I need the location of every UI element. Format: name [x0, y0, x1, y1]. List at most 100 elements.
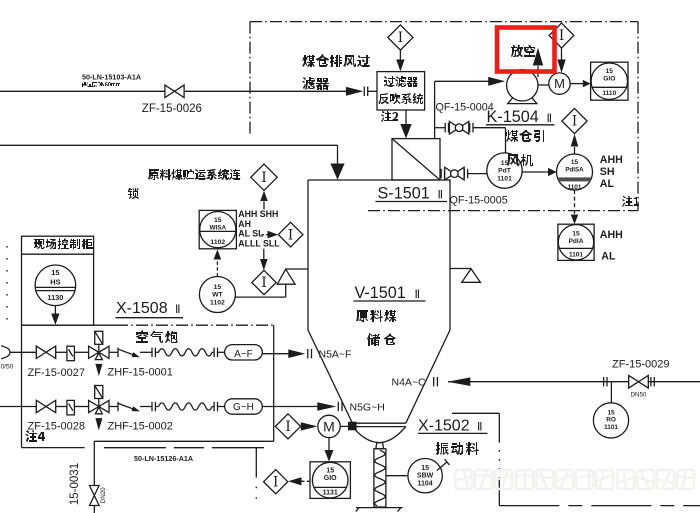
- backblow-unit-box: [376, 70, 426, 111]
- inst-wisa1102-text1: WISA: [209, 224, 226, 231]
- feeder-motor-circle: [317, 414, 341, 439]
- inst-gio1131-text0: 15: [326, 467, 334, 474]
- filter-s1501-diagonal: [391, 138, 441, 181]
- loadcell-left-symbol: [276, 267, 297, 285]
- inst-ro1101-text2: 1101: [604, 424, 618, 431]
- pdisa-alarm-2: AL: [600, 178, 615, 190]
- zf0029-size-label: DN50: [631, 391, 647, 398]
- cannon1-group-label: A~F: [234, 349, 253, 360]
- n4ac-arrow: [447, 377, 471, 386]
- gio1131-interlock-arrow: [288, 477, 302, 486]
- fan-name-2: [507, 154, 533, 166]
- cannon1-isolation-valve-symbol: [35, 344, 57, 360]
- inst-ro1101-text0: 15: [607, 410, 615, 417]
- feeder-motor-label: M: [323, 418, 335, 434]
- vent-arrow: [532, 47, 544, 66]
- interlock-diamond-gio1131-label: I: [273, 474, 278, 490]
- n5af-arrow: [288, 349, 306, 358]
- pdisa-alarm-0: AHH: [600, 154, 623, 166]
- conveyor-interlock-text-1: [148, 169, 241, 180]
- feeder-screw-spiral: [373, 449, 386, 507]
- wisa-interlock-top-arrow: [260, 190, 268, 201]
- inst-hs1130-text1: HS: [50, 277, 60, 286]
- inlet-line-spec: [82, 82, 120, 87]
- feeder-interlock-arrow: [300, 422, 318, 431]
- zf0028-label: ZF-15-0028: [28, 420, 85, 432]
- drain-size-label: DN20: [100, 487, 107, 503]
- n5af-label: N5A~F: [319, 349, 352, 361]
- pdia-alarm-1: AL: [601, 250, 616, 262]
- inst-ro1101-bubble: [592, 402, 630, 439]
- inlet-line-number: 50-LN-15103-A1A: [82, 73, 141, 82]
- watermark-ghost: [453, 468, 696, 491]
- cannon2-solenoid-diagonal: [94, 385, 104, 399]
- wt-wisa-arrow: [213, 249, 222, 260]
- coal-feed-arrow: [330, 163, 345, 180]
- inst-pdt1101-text0: 15: [501, 160, 509, 167]
- n5gh-label: N5G~H: [350, 402, 385, 414]
- inst-pdisa1101-text1: PdISA: [565, 167, 584, 174]
- valve-zf0031-symbol: [88, 484, 101, 507]
- air-cannon-name: [136, 330, 178, 343]
- inst-pdisa1101-text0: 15: [571, 159, 579, 166]
- bunker-dish-outline: [351, 426, 407, 444]
- inst-ro1101-text1: RO: [606, 417, 616, 424]
- interlock-diamond-wisa-top: [249, 163, 279, 192]
- sbw-vibration-tick: [444, 458, 450, 466]
- drain-line-number: 15-0031: [69, 463, 81, 505]
- inst-sbw1104-text1: SBW: [417, 473, 434, 480]
- cannon1-regulator-diagonal: [67, 349, 74, 357]
- cannon1-qc-arrow: [131, 352, 140, 358]
- interlock-diamond-wisa-top-label: I: [261, 170, 266, 186]
- feeder-suffix: Ⅱ: [477, 422, 483, 434]
- valve-qf0005-symbol-ball: [449, 169, 459, 179]
- conveyor-interlock-text-2: [128, 188, 139, 199]
- wisa-alarm-2: AL SL: [238, 228, 264, 238]
- inst-pdia1101-text2: 1101: [569, 251, 583, 258]
- inst-pdt1101-text2: 1101: [497, 175, 512, 182]
- inst-pdia1101-text0: 15: [572, 230, 580, 237]
- inst-hs1130-text2: 1130: [47, 293, 63, 302]
- pdisa-pdia-arrow: [570, 214, 579, 225]
- bunker-name-1: [356, 310, 397, 322]
- interlock-diamond-feeder-label: I: [285, 419, 290, 435]
- interlock-diamond-wisa-bottom: [250, 269, 278, 296]
- qf0004-label: QF-15-0004: [436, 101, 494, 113]
- inst-gio1131-text2: 1131: [323, 490, 338, 497]
- exhaust-filter-name-2: [302, 77, 329, 90]
- blowdown-line-number: 50-LN-15126-A1A: [134, 454, 193, 463]
- cannon2-hose-symbol: [157, 402, 213, 411]
- valve-qf0004-symbol-ball: [454, 123, 464, 133]
- bunker-tag: V-1501: [355, 284, 406, 302]
- air-cannon-note: [25, 430, 45, 442]
- zf0026-label: ZF-15-0026: [142, 103, 202, 115]
- pdt-pdisa-arrow: [548, 167, 557, 177]
- inst-pdia1101-text1: PdIA: [569, 238, 584, 245]
- backblow-name-1: [384, 76, 418, 87]
- filter-suffix: Ⅱ: [438, 189, 444, 201]
- zf0027-label: ZF-15-0027: [28, 367, 85, 379]
- fan-k1504-symbol: [505, 68, 539, 102]
- interlock-diamond-gio1131: [262, 468, 289, 495]
- fan-tag: K-1504: [487, 108, 539, 126]
- fan-interlock-arrow: [557, 59, 566, 73]
- cannon2-qc-arrow: [131, 406, 140, 412]
- inst-gio1110-bubble: [590, 62, 629, 101]
- bunker-v1501-outline: [307, 179, 451, 424]
- pdia-alarm-0: AHH: [600, 229, 623, 241]
- backblow-to-filter-arrow: [400, 124, 412, 139]
- inst-gio1131-text1: GIO: [324, 475, 337, 482]
- cannon1-hose-symbol: [157, 348, 213, 357]
- interlock-diamond-wisa-bottom-label: I: [261, 275, 266, 291]
- filter-tag: S-1501: [378, 184, 430, 202]
- inst-wt1102-text2: 1102: [210, 299, 225, 306]
- valve-zf0026-symbol: [164, 83, 185, 99]
- wisa-alarm-1: AH: [238, 219, 251, 229]
- aircannon-tag: X-1508: [116, 300, 168, 317]
- inst-hs1130-text0: 15: [51, 268, 59, 277]
- interlock-diamond-pdisa-label: I: [572, 114, 577, 130]
- pdisa-alarm-1: SH: [600, 166, 615, 178]
- inst-wt1102-text0: 15: [214, 284, 222, 291]
- wisa-alarm-3: ALLL SLL: [238, 238, 280, 248]
- inst-wisa1102-text2: 1102: [210, 239, 225, 246]
